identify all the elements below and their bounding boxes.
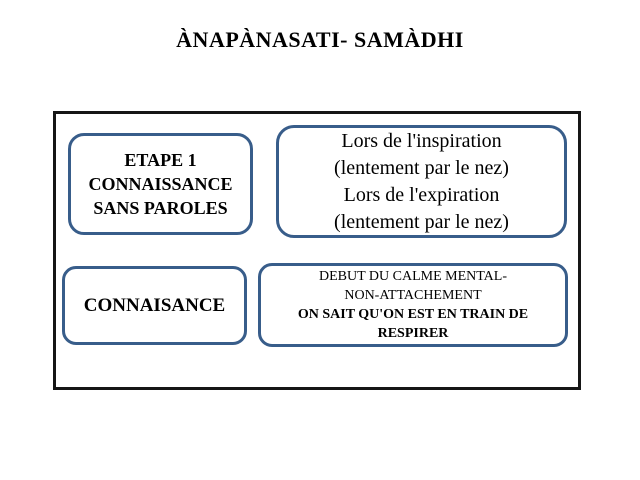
box-connaisance: CONNAISANCE xyxy=(62,266,247,345)
box-breath-line-2: (lentement par le nez) xyxy=(334,156,509,179)
box-etape-line-3: SANS PAROLES xyxy=(93,198,228,218)
box-breathing-instructions: Lors de l'inspiration (lentement par le … xyxy=(276,125,567,238)
slide-title: ÀNAPÀNASATI- SAMÀDHI xyxy=(176,27,464,52)
box-calme-mental: DEBUT DU CALME MENTAL- NON-ATTACHEMENT O… xyxy=(258,263,568,347)
box-etape-line-2: CONNAISSANCE xyxy=(88,174,233,194)
box-breath-line-4: (lentement par le nez) xyxy=(334,210,509,233)
box-calme-line-1: DEBUT DU CALME MENTAL- xyxy=(319,269,507,284)
box-calme-line-2: NON-ATTACHEMENT xyxy=(344,288,482,303)
box-breath-line-1: Lors de l'inspiration xyxy=(341,129,502,152)
box-calme-line-4: RESPIRER xyxy=(377,326,449,341)
box-breath-line-3: Lors de l'expiration xyxy=(343,183,500,206)
box-etape-line-1: ETAPE 1 xyxy=(124,150,197,170)
box-connaisance-line-1: CONNAISANCE xyxy=(83,294,226,316)
box-calme-line-3: ON SAIT QU'ON EST EN TRAIN DE xyxy=(297,307,529,322)
box-etape-1: ETAPE 1 CONNAISSANCE SANS PAROLES xyxy=(68,133,253,235)
